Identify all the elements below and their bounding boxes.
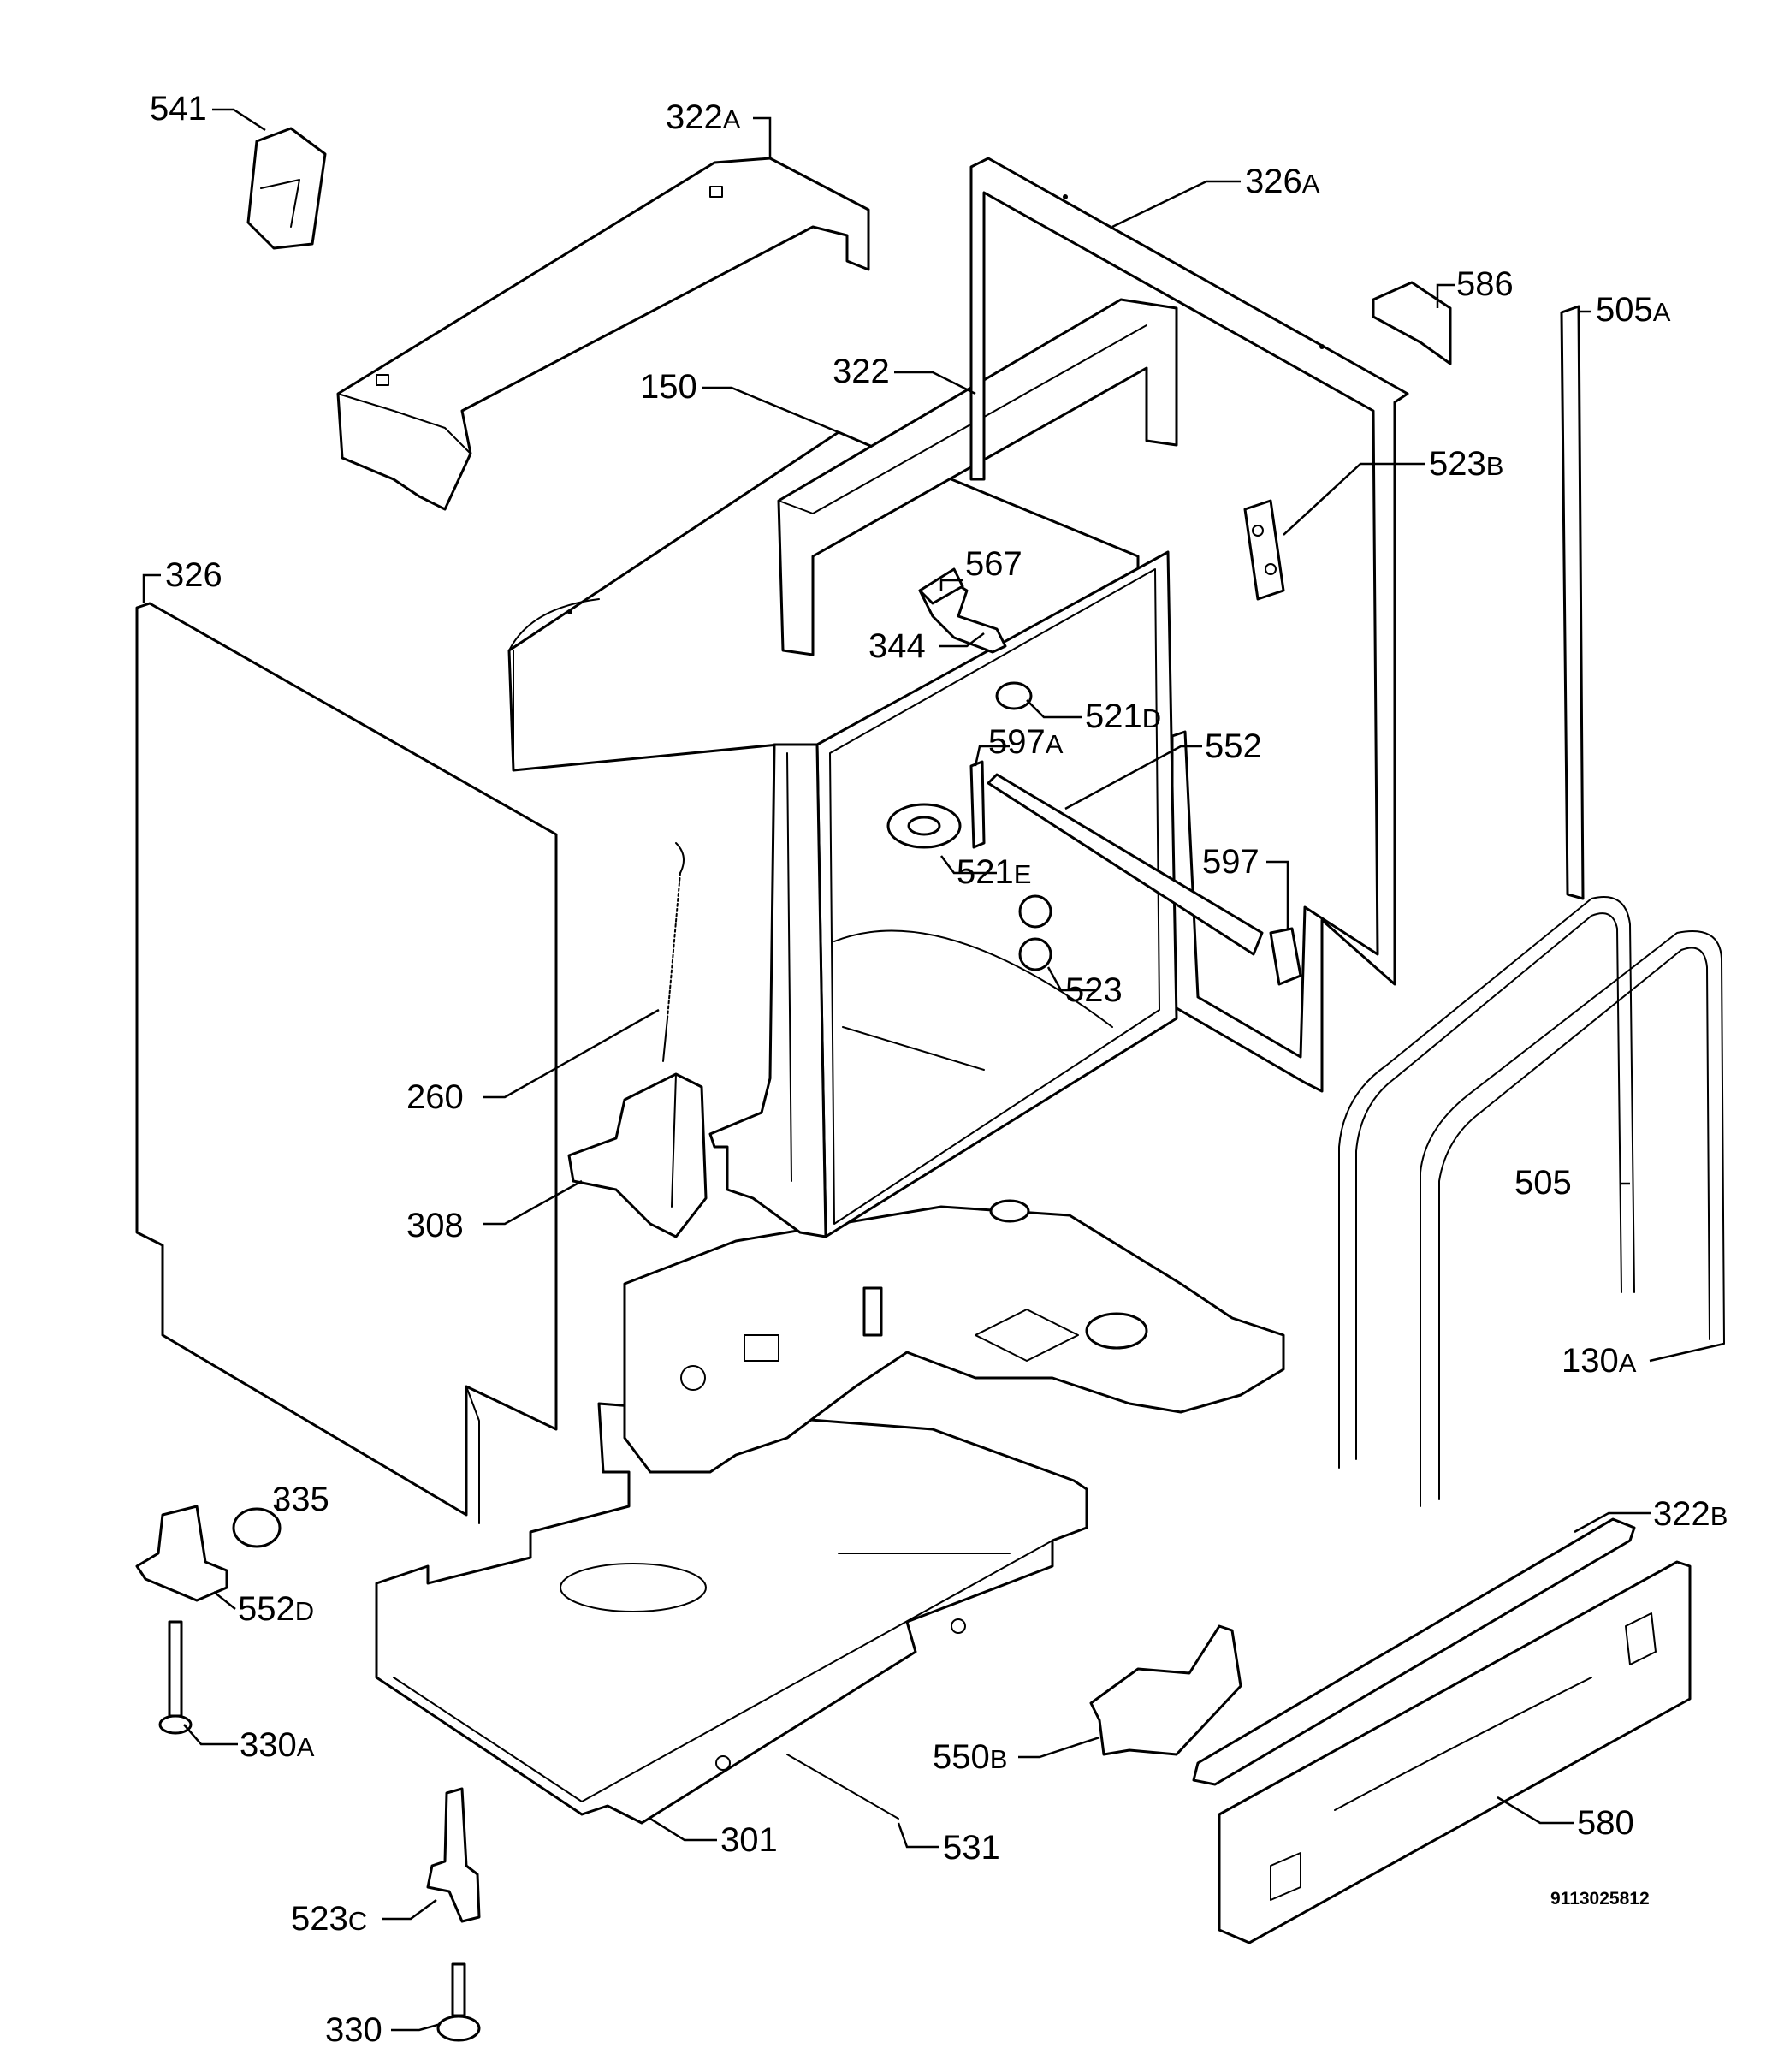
label-130a: 130A: [1562, 1342, 1637, 1380]
part-523-fittings: [1018, 894, 1052, 971]
part-523c-clip: [426, 1787, 481, 1923]
label-322a: 322A: [666, 98, 741, 136]
label-322b: 322B: [1653, 1495, 1728, 1533]
label-586: 586: [1456, 265, 1514, 303]
part-597a-clip: [969, 760, 986, 849]
part-sump-assembly: [623, 1199, 1285, 1474]
part-inner-tub: [708, 550, 1178, 1238]
part-322a-top-frame: [336, 157, 870, 511]
part-330-screw: [436, 1962, 481, 2042]
part-505a-seal: [1560, 305, 1585, 900]
part-260-spring: [662, 842, 685, 1062]
label-505: 505: [1514, 1164, 1572, 1202]
part-586-bracket: [1372, 281, 1452, 365]
part-550b-bracket: [1089, 1624, 1242, 1756]
part-505-door-seal: [1338, 896, 1635, 1469]
part-521e-ring: [886, 803, 962, 849]
part-552-rail: [987, 773, 1264, 956]
part-301-base-tray: [375, 1402, 1088, 1825]
label-523b: 523B: [1429, 445, 1503, 483]
label-523c: 523C: [291, 1900, 367, 1938]
label-326: 326: [165, 556, 222, 594]
label-597: 597: [1202, 843, 1260, 881]
part-523b-grommet: [1243, 499, 1285, 601]
part-531-rod: [786, 1754, 899, 1820]
label-552d: 552D: [238, 1590, 314, 1628]
part-322b-strip: [1192, 1517, 1636, 1786]
label-301: 301: [720, 1821, 778, 1859]
leader-lines: [142, 108, 1725, 2032]
part-326-side-panel: [135, 602, 558, 1524]
label-521e: 521E: [957, 853, 1031, 891]
label-308: 308: [406, 1207, 464, 1244]
label-580: 580: [1577, 1804, 1634, 1842]
label-541: 541: [150, 90, 207, 128]
label-330a: 330A: [240, 1726, 315, 1764]
label-523: 523: [1065, 971, 1123, 1009]
label-322: 322: [833, 353, 890, 390]
label-521d: 521D: [1085, 698, 1161, 735]
label-330: 330: [325, 2011, 382, 2049]
part-130a-gasket: [1420, 930, 1725, 1507]
label-505a: 505A: [1596, 291, 1671, 329]
label-326a: 326A: [1245, 163, 1320, 200]
label-335: 335: [272, 1481, 329, 1518]
part-552d-leveller: [135, 1505, 228, 1602]
part-541-hinge-clip: [246, 127, 327, 250]
part-labels: 541 322A 326A 586 505A 150 322 523B 326 …: [150, 90, 1728, 2049]
label-344: 344: [868, 627, 926, 665]
part-335-gear: [232, 1507, 282, 1548]
part-308-hinge: [567, 1072, 708, 1238]
part-580-kickplate: [1218, 1560, 1692, 1944]
part-597-clip: [1269, 927, 1302, 986]
label-550b: 550B: [933, 1738, 1007, 1776]
part-330a-screw: [158, 1620, 193, 1735]
label-567: 567: [965, 545, 1022, 583]
label-150: 150: [640, 368, 697, 406]
label-260: 260: [406, 1078, 464, 1116]
label-597a: 597A: [988, 723, 1064, 761]
label-531: 531: [943, 1829, 1000, 1867]
label-552: 552: [1205, 727, 1262, 765]
drawing-code: 9113025812: [1550, 1889, 1650, 1909]
part-521d-plug: [995, 681, 1033, 710]
